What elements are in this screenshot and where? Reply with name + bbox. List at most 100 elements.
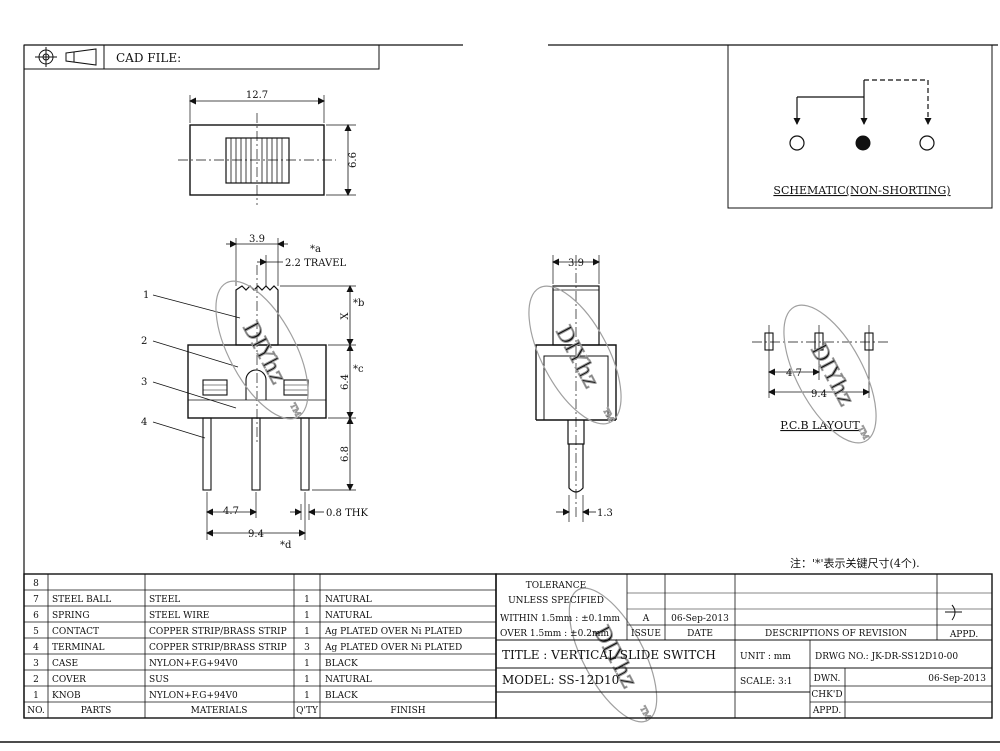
svg-text:1: 1 xyxy=(304,627,310,637)
svg-text:CONTACT: CONTACT xyxy=(52,627,99,637)
drawing-number: DRWG NO.: JK-DR-SS12D10-00 xyxy=(815,652,958,662)
tolerance-label: TOLERANCE xyxy=(526,581,587,591)
bom-row: 4 TERMINAL COPPER STRIP/BRASS STRIP 3 Ag… xyxy=(33,643,462,653)
title-block xyxy=(495,573,993,719)
model-name: MODEL: SS-12D10 xyxy=(502,673,619,687)
svg-text:NO.: NO. xyxy=(27,706,45,716)
cad-file-box: CAD FILE: xyxy=(23,44,380,70)
unless-specified: UNLESS SPECIFIED xyxy=(508,596,604,606)
svg-text:COVER: COVER xyxy=(52,675,86,685)
svg-text:1: 1 xyxy=(304,691,310,701)
svg-text:COPPER STRIP/BRASS STRIP: COPPER STRIP/BRASS STRIP xyxy=(149,643,287,653)
bom-table xyxy=(23,573,497,719)
svg-text:NATURAL: NATURAL xyxy=(325,595,372,605)
drawing-title: TITLE : VERTICAL SLIDE SWITCH xyxy=(502,648,716,662)
bom-rows: 8 7 STEEL BALL STEEL 1 NATURAL 6 SPRING … xyxy=(27,579,462,716)
svg-text:SUS: SUS xyxy=(149,675,169,685)
callout-1: 1 xyxy=(143,290,149,301)
svg-text:8: 8 xyxy=(33,579,39,589)
note-d: *d xyxy=(280,540,292,551)
svg-text:CASE: CASE xyxy=(52,659,78,669)
svg-text:3: 3 xyxy=(304,643,310,653)
svg-text:PARTS: PARTS xyxy=(81,706,112,716)
unit-label: UNIT : mm xyxy=(740,652,791,662)
tolerance-over: OVER 1.5mm : ±0.2mm xyxy=(500,629,609,639)
svg-text:1: 1 xyxy=(304,659,310,669)
cad-file-label: CAD FILE: xyxy=(116,51,181,65)
svg-text:STEEL: STEEL xyxy=(149,595,180,605)
svg-text:5: 5 xyxy=(33,627,39,637)
front-knob-width-dim: 3.9 xyxy=(249,234,265,245)
schematic-box: SCHEMATIC(NON-SHORTING) xyxy=(727,44,993,209)
thickness-dim: 0.8 THK xyxy=(326,508,368,519)
title-block-text: TOLERANCE UNLESS SPECIFIED WITHIN 1.5mm … xyxy=(500,581,986,716)
callout-3: 3 xyxy=(141,377,147,388)
issue-label: ISSUE xyxy=(631,629,661,639)
callout-4: 4 xyxy=(141,417,147,428)
svg-text:Ag PLATED OVER Ni PLATED: Ag PLATED OVER Ni PLATED xyxy=(324,627,462,637)
svg-text:1: 1 xyxy=(304,611,310,621)
svg-text:STEEL WIRE: STEEL WIRE xyxy=(149,611,209,621)
front-view-labels: 3.9 *a 2.2 TRAVEL X *b 6.4 *c 6.8 4.7 0.… xyxy=(141,234,368,551)
callout-2: 2 xyxy=(141,336,147,347)
chkd-label: CHK'D xyxy=(811,690,842,700)
watermark-front: DIYhz TM xyxy=(215,280,309,420)
svg-text:NYLON+F.G+94V0: NYLON+F.G+94V0 xyxy=(149,691,238,701)
svg-text:DIYhz: DIYhz xyxy=(550,322,603,393)
pcb-title: P.C.B LAYOUT xyxy=(780,419,860,432)
pcb-layout xyxy=(752,325,890,398)
top-width-dim: 12.7 xyxy=(246,90,268,101)
signature-mark xyxy=(945,604,962,621)
date-label: DATE xyxy=(687,629,713,639)
pin-pitch-dim: 4.7 xyxy=(223,506,239,517)
pin-span-dim: 9.4 xyxy=(248,529,264,540)
svg-text:NYLON+F.G+94V0: NYLON+F.G+94V0 xyxy=(149,659,238,669)
side-pin-dim: 1.3 xyxy=(597,508,613,519)
note-c: *c xyxy=(353,364,364,375)
svg-text:COPPER STRIP/BRASS STRIP: COPPER STRIP/BRASS STRIP xyxy=(149,627,287,637)
svg-text:1: 1 xyxy=(304,595,310,605)
svg-text:BLACK: BLACK xyxy=(325,659,358,669)
svg-text:1: 1 xyxy=(33,691,39,701)
body-height-dim: 6.4 xyxy=(340,374,351,390)
svg-text:NATURAL: NATURAL xyxy=(325,675,372,685)
svg-text:TERMINAL: TERMINAL xyxy=(52,643,104,653)
bom-row: 2 COVER SUS 1 NATURAL xyxy=(33,675,372,685)
svg-text:KNOB: KNOB xyxy=(52,691,81,701)
svg-text:3: 3 xyxy=(33,659,39,669)
dimension-note: 注：'*'表示关键尺寸(4个). xyxy=(790,556,920,570)
top-view xyxy=(178,95,356,205)
pcb-span-dim: 9.4 xyxy=(811,389,827,400)
dwn-date: 06-Sep-2013 xyxy=(928,674,986,684)
svg-text:BLACK: BLACK xyxy=(325,691,358,701)
scale-label: SCALE: 3:1 xyxy=(740,677,792,687)
svg-text:STEEL BALL: STEEL BALL xyxy=(52,595,111,605)
schematic-title: SCHEMATIC(NON-SHORTING) xyxy=(773,184,950,197)
schematic-terminal-right xyxy=(919,135,935,151)
svg-text:SPRING: SPRING xyxy=(52,611,90,621)
schematic-terminal-left xyxy=(789,135,805,151)
schematic-terminal-common xyxy=(855,135,871,151)
dim-x: X xyxy=(340,312,351,320)
svg-text:FINISH: FINISH xyxy=(390,706,425,716)
note-b: *b xyxy=(353,298,364,309)
revision-letter: A xyxy=(642,614,650,624)
travel-dim: 2.2 TRAVEL xyxy=(285,258,347,269)
dwn-label: DWN. xyxy=(814,674,841,684)
projection-symbol-icon xyxy=(35,47,97,67)
svg-text:6: 6 xyxy=(33,611,39,621)
side-width-dim: 3.9 xyxy=(568,258,584,269)
svg-text:TM: TM xyxy=(856,425,870,441)
svg-text:7: 7 xyxy=(33,595,39,605)
bom-row: 6 SPRING STEEL WIRE 1 NATURAL xyxy=(33,611,372,621)
descriptions-of-revision: DESCRIPTIONS OF REVISION xyxy=(765,629,907,639)
watermark-side: DIYhz TM xyxy=(528,285,622,425)
pcb-pitch-dim: 4.7 xyxy=(786,368,802,379)
svg-text:Ag PLATED OVER Ni PLATED: Ag PLATED OVER Ni PLATED xyxy=(324,643,462,653)
svg-text:4: 4 xyxy=(33,643,39,653)
revision-date: 06-Sep-2013 xyxy=(671,614,729,624)
appd2-label: APPD. xyxy=(812,706,842,716)
bom-row: 1 KNOB NYLON+F.G+94V0 1 BLACK xyxy=(33,691,358,701)
bom-row: 5 CONTACT COPPER STRIP/BRASS STRIP 1 Ag … xyxy=(33,627,462,637)
